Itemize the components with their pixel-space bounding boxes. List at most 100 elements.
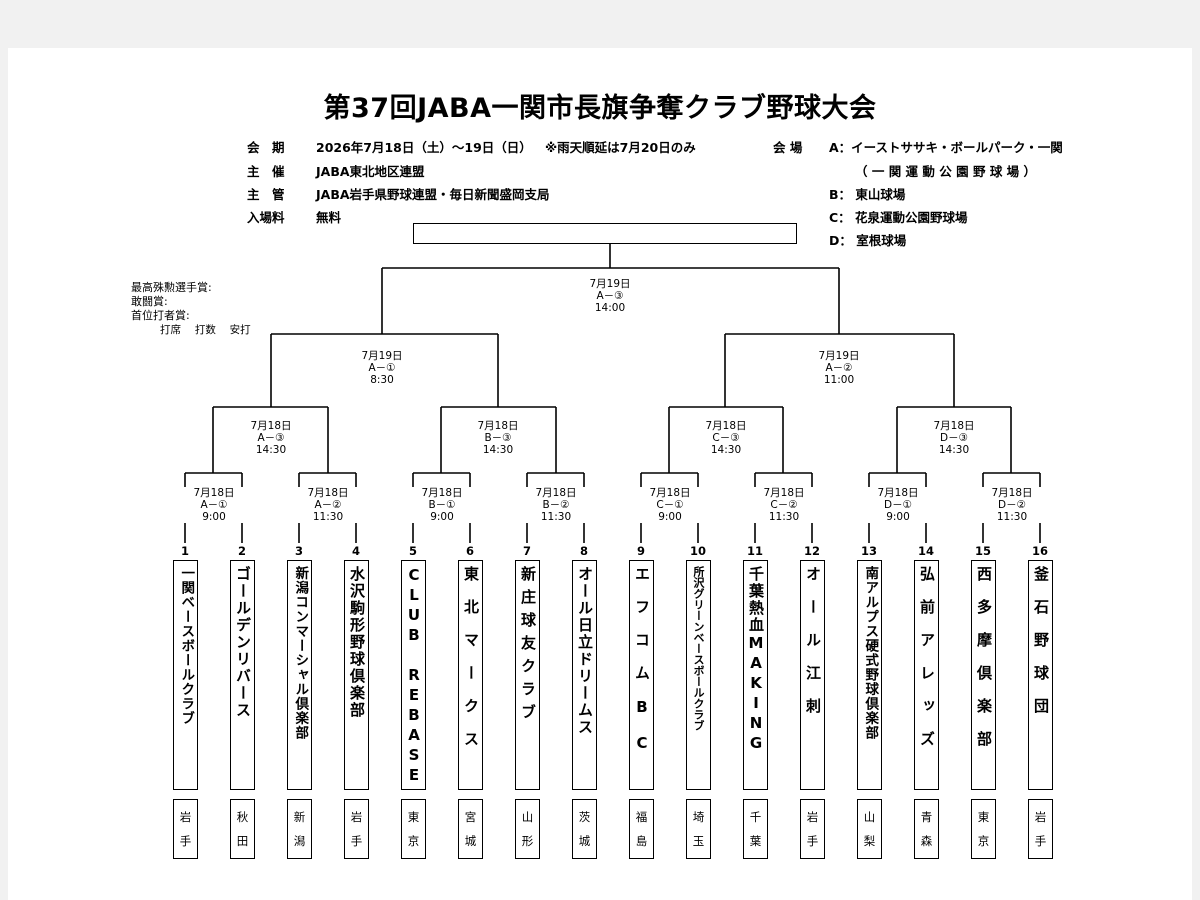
prefecture-box: 茨城: [572, 799, 597, 859]
prefecture-char: 森: [920, 834, 933, 849]
prefecture-char: 城: [578, 834, 591, 849]
team-name-box: 所沢グリーンベースボールクラブ: [686, 560, 711, 790]
team-name-box: 南アルプス硬式野球倶楽部: [857, 560, 882, 790]
team-name: ゴールデンリバース: [234, 566, 252, 719]
prefecture-box: 宮城: [458, 799, 483, 859]
seed-number: 14: [917, 544, 934, 558]
prefecture-char: 形: [521, 834, 534, 849]
prefecture-box: 岩手: [1028, 799, 1053, 859]
team-name: 弘前アレッズ: [918, 566, 936, 764]
award-stats: 打席 打数 安打: [160, 324, 251, 336]
prefecture-box: 新潟: [287, 799, 312, 859]
prefecture-box: 岩手: [173, 799, 198, 859]
prefecture-char: 千: [749, 810, 762, 825]
prefecture-char: 岩: [1034, 810, 1047, 825]
prefecture-box: 岩手: [800, 799, 825, 859]
seed-number: 9: [636, 544, 645, 558]
team-name-box: 弘前アレッズ: [914, 560, 939, 790]
seed-number: 11: [746, 544, 763, 558]
prefecture-char: 埼: [692, 810, 705, 825]
prefecture-char: 茨: [578, 810, 591, 825]
team-name: オール日立ドリームス: [576, 566, 594, 736]
prefecture-char: 手: [179, 834, 192, 849]
seed-number: 5: [408, 544, 417, 558]
seed-number: 10: [689, 544, 706, 558]
prefecture-char: 城: [464, 834, 477, 849]
organizer-label: 主 管: [247, 187, 285, 202]
prefecture-char: 葉: [749, 834, 762, 849]
seed-number: 2: [237, 544, 246, 558]
team-name: CLUB REBASE: [405, 566, 423, 786]
prefecture-box: 埼玉: [686, 799, 711, 859]
prefecture-char: 岩: [350, 810, 363, 825]
period-label: 会 期: [247, 140, 285, 155]
venue-d: D： 室根球場: [829, 233, 907, 248]
venue-b: B： 東山球場: [829, 187, 906, 202]
prefecture-char: 東: [407, 810, 420, 825]
team-name-box: オール日立ドリームス: [572, 560, 597, 790]
team-name-box: 西多摩倶楽部: [971, 560, 996, 790]
venue-c: C： 花泉運動公園野球場: [829, 210, 968, 225]
prefecture-char: 東: [977, 810, 990, 825]
team-name-box: 水沢駒形野球倶楽部: [344, 560, 369, 790]
seed-number: 13: [860, 544, 877, 558]
team-name-box: ゴールデンリバース: [230, 560, 255, 790]
prefecture-char: 梨: [863, 834, 876, 849]
award-batting: 首位打者賞:: [131, 309, 190, 322]
seed-number: 8: [579, 544, 588, 558]
prefecture-box: 秋田: [230, 799, 255, 859]
seed-number: 16: [1031, 544, 1048, 558]
team-name: 南アルプス硬式野球倶楽部: [862, 566, 879, 740]
prefecture-box: 東京: [401, 799, 426, 859]
team-name-box: 新潟コンマーシャル倶楽部: [287, 560, 312, 790]
team-name: 水沢駒形野球倶楽部: [348, 566, 366, 719]
prefecture-char: 青: [920, 810, 933, 825]
team-name-box: エフコムBC: [629, 560, 654, 790]
host-label: 主 催: [247, 164, 285, 179]
prefecture-char: 田: [236, 834, 249, 849]
team-name-box: 新庄球友クラブ: [515, 560, 540, 790]
prefecture-box: 山梨: [857, 799, 882, 859]
team-name-box: CLUB REBASE: [401, 560, 426, 790]
prefecture-box: 千葉: [743, 799, 768, 859]
team-name: 西多摩倶楽部: [975, 566, 993, 764]
prefecture-char: 岩: [179, 810, 192, 825]
team-name: 新潟コンマーシャル倶楽部: [292, 566, 309, 740]
rain-note: ※雨天順延は7月20日のみ: [545, 140, 696, 155]
fee-label: 入場料: [247, 210, 285, 225]
fee-value: 無料: [316, 210, 342, 225]
prefecture-char: 京: [407, 834, 420, 849]
host-value: JABA東北地区連盟: [316, 164, 425, 179]
award-fighting: 敢闘賞:: [131, 295, 168, 308]
page-title: 第37回JABA一関市長旗争奪クラブ野球大会: [323, 93, 877, 124]
prefecture-char: 潟: [293, 834, 306, 849]
seed-number: 3: [294, 544, 303, 558]
seed-number: 15: [974, 544, 991, 558]
team-name: 新庄球友クラブ: [519, 566, 537, 727]
prefecture-box: 青森: [914, 799, 939, 859]
prefecture-char: 新: [293, 810, 306, 825]
seed-number: 7: [522, 544, 531, 558]
prefecture-char: 手: [806, 834, 819, 849]
team-name: 一関ベースボールクラブ: [178, 566, 195, 726]
period-value: 2026年7月18日（土）～19日（日）: [316, 140, 532, 155]
prefecture-char: 島: [635, 834, 648, 849]
team-name: 東北マークス: [462, 566, 480, 764]
team-name-box: 一関ベースボールクラブ: [173, 560, 198, 790]
seed-number: 6: [465, 544, 474, 558]
champion-box: [413, 223, 797, 244]
prefecture-box: 東京: [971, 799, 996, 859]
prefecture-char: 山: [863, 810, 876, 825]
